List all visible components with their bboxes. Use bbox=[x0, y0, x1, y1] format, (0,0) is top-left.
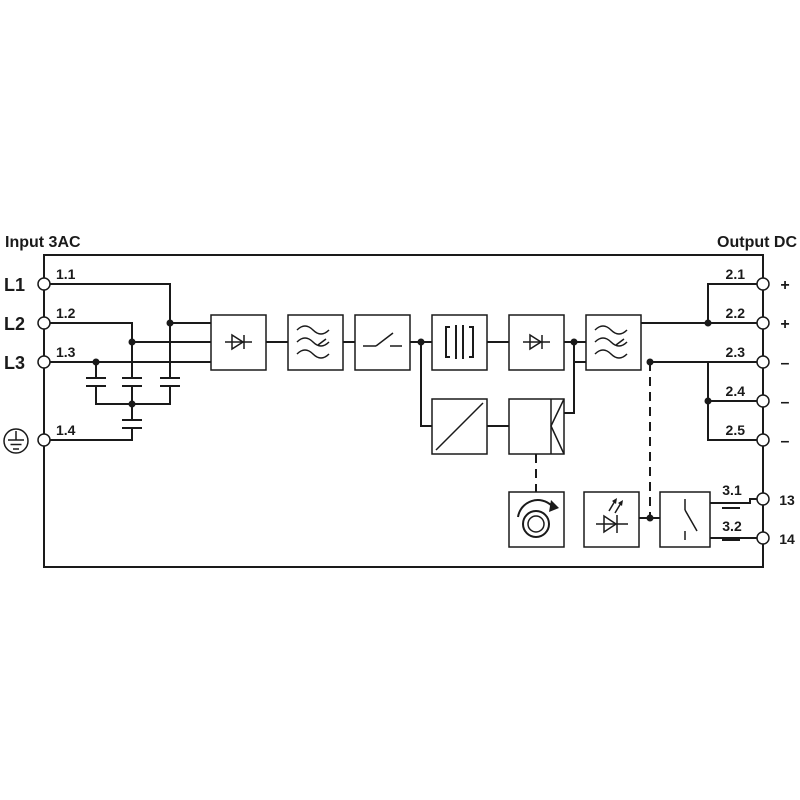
pin-label: 2.2 bbox=[726, 305, 746, 321]
output-terminal-2-2[interactable]: 2.2 + bbox=[726, 305, 790, 333]
relay-terminal-13[interactable]: 3.1 13 bbox=[722, 482, 795, 508]
input-terminal-l3[interactable]: L3 1.3 bbox=[4, 344, 76, 373]
output-terminal-2-3[interactable]: 2.3 – bbox=[726, 344, 790, 372]
phase-label: L3 bbox=[4, 353, 25, 373]
relay-switch-icon bbox=[684, 499, 698, 540]
regulator-block bbox=[508, 398, 565, 455]
terminal-label: 14 bbox=[779, 531, 795, 547]
input-filter-icon bbox=[296, 325, 330, 359]
pin-label: 2.4 bbox=[726, 383, 746, 399]
input-terminals: L1 1.1 L2 1.2 L3 1.3 1.4 bbox=[3, 266, 76, 454]
led-icon bbox=[596, 498, 628, 534]
pin-label: 3.2 bbox=[722, 518, 742, 534]
input-rectifier-icon bbox=[225, 333, 252, 351]
pin-label: 2.1 bbox=[726, 266, 746, 282]
input-title: Input 3AC bbox=[5, 234, 81, 251]
dc-dc-converter-icon bbox=[435, 402, 484, 451]
output-wiring bbox=[574, 283, 758, 518]
main-power-path bbox=[266, 338, 586, 427]
switch-block bbox=[354, 314, 411, 371]
led-block bbox=[583, 491, 640, 548]
input-rectifier-block bbox=[210, 314, 267, 371]
switch-icon bbox=[363, 332, 402, 347]
protective-earth-icon bbox=[3, 428, 29, 454]
phase-label: L2 bbox=[4, 314, 25, 334]
output-rectifier-block bbox=[508, 314, 565, 371]
input-terminal-l2[interactable]: L2 1.2 bbox=[4, 305, 76, 334]
dc-dc-converter-block bbox=[431, 398, 488, 455]
pin-label: 1.4 bbox=[56, 422, 76, 438]
relay-terminal-14[interactable]: 3.2 14 bbox=[722, 518, 795, 547]
input-filter-block bbox=[287, 314, 344, 371]
device-enclosure bbox=[43, 254, 764, 568]
input-terminal-ground[interactable]: 1.4 bbox=[37, 422, 76, 447]
output-terminals: 2.1 + 2.2 + 2.3 – 2.4 – 2.5 – bbox=[726, 266, 790, 450]
transformer-icon bbox=[445, 325, 474, 359]
input-wiring bbox=[49, 283, 211, 441]
pin-label: 2.3 bbox=[726, 344, 746, 360]
pin-label: 1.3 bbox=[56, 344, 76, 360]
polarity-label: + bbox=[780, 316, 789, 333]
pin-label: 1.1 bbox=[56, 266, 76, 282]
relay-wiring bbox=[710, 498, 758, 541]
polarity-label: – bbox=[781, 355, 790, 372]
output-terminal-2-4[interactable]: 2.4 – bbox=[726, 383, 790, 411]
output-title: Output DC bbox=[717, 234, 797, 251]
polarity-label: – bbox=[781, 394, 790, 411]
output-terminal-2-5[interactable]: 2.5 – bbox=[726, 422, 790, 450]
phase-label: L1 bbox=[4, 275, 25, 295]
relay-terminals: 3.1 13 3.2 14 bbox=[722, 482, 795, 547]
output-rectifier-icon bbox=[523, 333, 550, 351]
terminal-label: 13 bbox=[779, 492, 795, 508]
polarity-label: + bbox=[780, 277, 789, 294]
polarity-label: – bbox=[781, 433, 790, 450]
output-filter-block bbox=[585, 314, 642, 371]
input-terminal-l1[interactable]: L1 1.1 bbox=[4, 266, 76, 295]
pin-label: 2.5 bbox=[726, 422, 746, 438]
potentiometer-block[interactable] bbox=[508, 491, 565, 548]
pin-label: 3.1 bbox=[722, 482, 742, 498]
output-filter-icon bbox=[594, 325, 628, 359]
pin-label: 1.2 bbox=[56, 305, 76, 321]
transformer-block bbox=[431, 314, 488, 371]
output-terminal-2-1[interactable]: 2.1 + bbox=[726, 266, 790, 294]
regulator-icon bbox=[550, 398, 565, 455]
potentiometer-icon bbox=[517, 499, 559, 538]
relay-switch-block bbox=[659, 491, 711, 548]
